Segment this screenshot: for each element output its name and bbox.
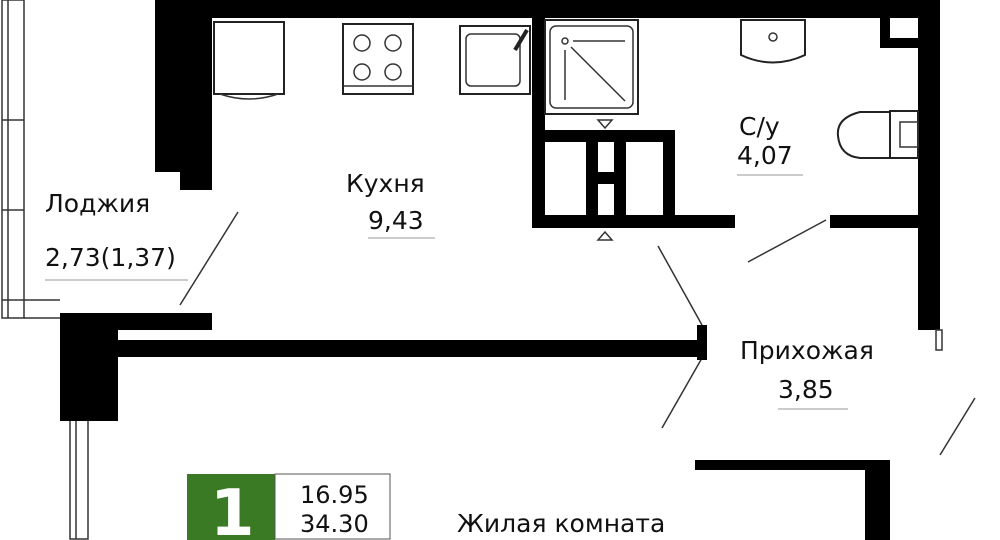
- living-area-value: 16.95: [300, 481, 369, 509]
- loggia-window-frame: [1, 0, 89, 540]
- fridge-icon: [213, 21, 285, 100]
- loggia-label: Лоджия: [45, 189, 150, 218]
- walls: [60, 0, 940, 540]
- hallway-label: Прихожая: [740, 336, 874, 365]
- washbasin-icon: [740, 19, 806, 64]
- hallway-area: 3,85: [778, 375, 834, 404]
- doors: [179, 211, 976, 456]
- loggia-area: 2,73(1,37): [45, 243, 176, 272]
- living-room-label: Жилая комната: [457, 509, 665, 538]
- bathroom-area: 4,07: [737, 141, 793, 170]
- stove-icon: [342, 23, 414, 95]
- toilet-icon: [836, 110, 919, 159]
- rooms-count-box: [187, 474, 275, 540]
- total-area-value: 34.30: [300, 510, 369, 538]
- kitchen-label: Кухня: [346, 169, 425, 198]
- bathroom-label: С/у: [739, 112, 780, 141]
- apartment-badge: 1 16.95 34.30: [187, 473, 391, 540]
- kitchen-sink-icon: [459, 25, 531, 95]
- kitchen-area: 9,43: [368, 206, 424, 235]
- rooms-count: 1: [210, 477, 255, 540]
- shower-icon: [544, 19, 639, 241]
